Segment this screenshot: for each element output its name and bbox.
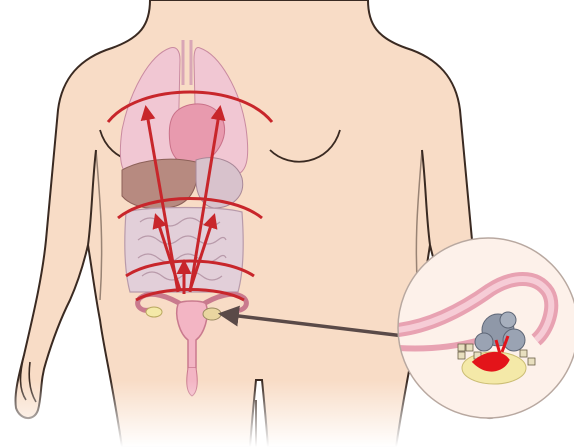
left-ovary <box>146 307 162 317</box>
right-ovary <box>203 308 221 320</box>
ovary-inset <box>398 238 574 418</box>
